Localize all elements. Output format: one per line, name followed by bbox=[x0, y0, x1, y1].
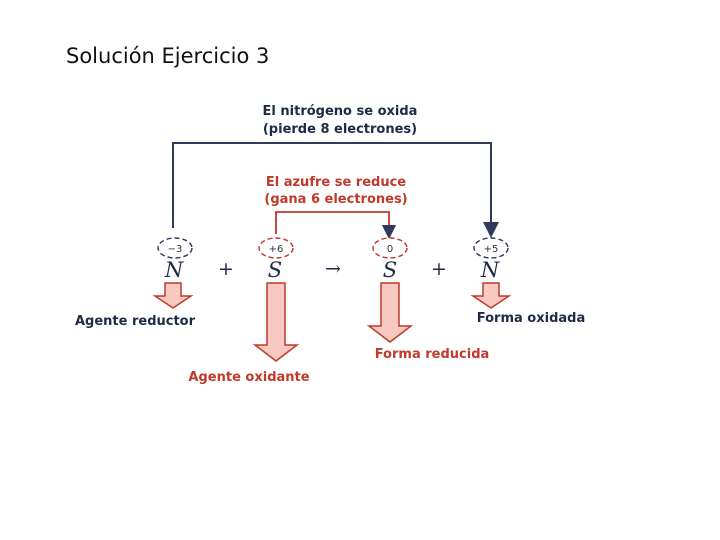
sulfur-reduction-bracket: El azufre se reduce (gana 6 electrones) bbox=[264, 175, 408, 240]
plus-sign-products: + bbox=[431, 258, 447, 280]
reduction-bracket-line bbox=[275, 211, 397, 240]
oxidation-label-line2: (pierde 8 electrones) bbox=[263, 122, 417, 137]
oxidation-state-ovals: −3 +6 0 +5 bbox=[157, 237, 509, 259]
label-reduced-form: Forma reducida bbox=[375, 347, 490, 362]
block-arrows bbox=[152, 282, 512, 362]
species-s-reactant: S bbox=[268, 258, 282, 282]
species-s-product: S bbox=[383, 258, 397, 282]
label-oxidized-form: Forma oxidada bbox=[477, 311, 585, 326]
label-reducing-agent: Agente reductor bbox=[75, 314, 196, 329]
arrow-oxidized-form bbox=[470, 282, 512, 309]
arrow-reducing-agent bbox=[152, 282, 194, 309]
reduction-label-line2: (gana 6 electrones) bbox=[264, 192, 407, 207]
reaction-arrow: → bbox=[325, 258, 341, 280]
oxidation-oval-n-product bbox=[473, 237, 509, 259]
species-n-reactant: N bbox=[164, 258, 184, 282]
oxidation-label-line1: El nitrógeno se oxida bbox=[263, 104, 418, 119]
reduction-label-line1: El azufre se reduce bbox=[266, 175, 406, 190]
label-oxidizing-agent: Agente oxidante bbox=[188, 370, 309, 385]
species-n-product: N bbox=[480, 258, 500, 282]
plus-sign-reactants: + bbox=[218, 258, 234, 280]
slide-title: Solución Ejercicio 3 bbox=[66, 44, 270, 68]
arrow-reduced-form bbox=[366, 282, 414, 343]
arrow-oxidizing-agent bbox=[252, 282, 300, 362]
oxidation-state-n-product: +5 bbox=[484, 244, 499, 255]
reaction-equation: N + S → S + N bbox=[164, 258, 500, 282]
oxidation-oval-s-product bbox=[372, 237, 408, 259]
oxidation-bracket-line bbox=[172, 142, 499, 238]
nitrogen-oxidation-bracket: El nitrógeno se oxida (pierde 8 electron… bbox=[172, 104, 499, 238]
role-labels: Agente reductor Agente oxidante Forma re… bbox=[75, 311, 585, 385]
oxidation-oval-n-reactant bbox=[157, 237, 193, 259]
oxidation-state-n-reactant: −3 bbox=[168, 244, 183, 255]
oxidation-oval-s-reactant bbox=[258, 237, 294, 259]
oxidation-state-s-reactant: +6 bbox=[269, 244, 284, 255]
oxidation-state-s-product: 0 bbox=[387, 244, 393, 255]
